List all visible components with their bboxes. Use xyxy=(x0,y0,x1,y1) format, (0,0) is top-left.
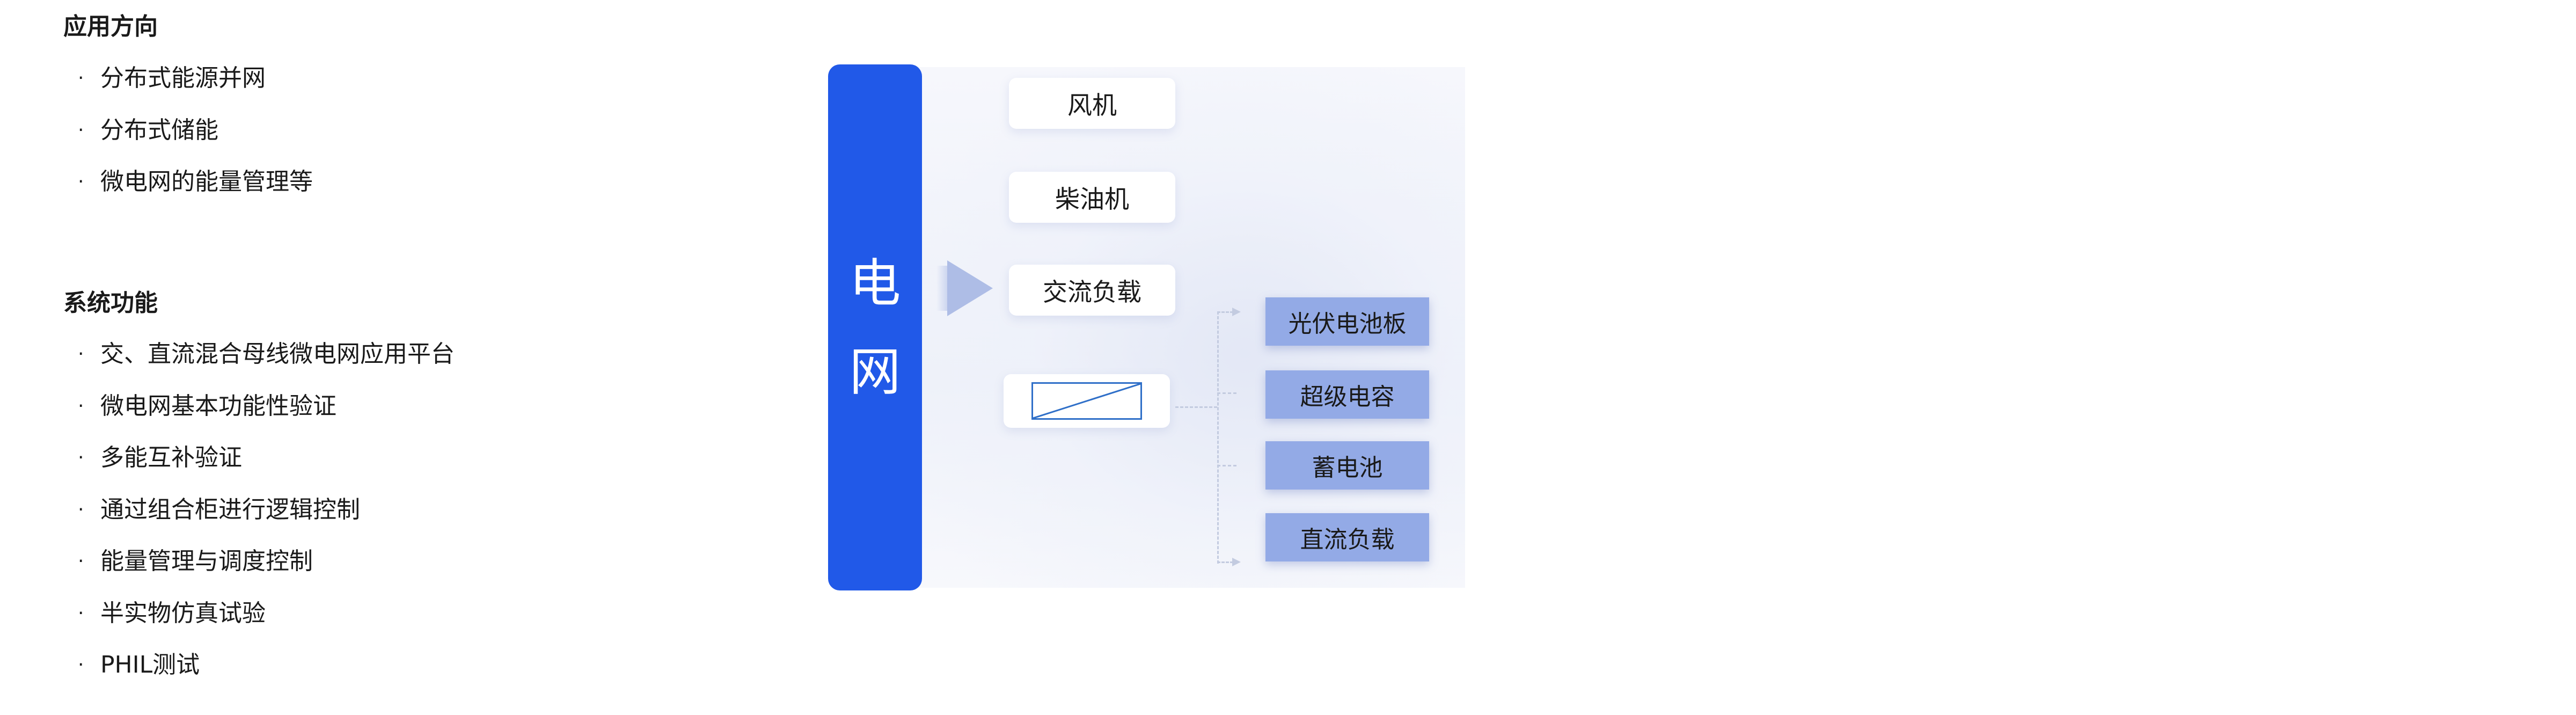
list-item-text: 通过组合柜进行逻辑控制 xyxy=(100,495,360,523)
dc-branch-pv xyxy=(1217,311,1233,313)
list-item: · 分布式储能 xyxy=(78,105,313,157)
bullet: · xyxy=(78,67,84,90)
dc-branch-dc-load xyxy=(1217,561,1233,563)
converter-box xyxy=(1004,374,1170,428)
bullet: · xyxy=(78,498,84,521)
list-item-text: 微电网的能量管理等 xyxy=(100,168,313,196)
list-item: · 分布式能源并网 xyxy=(78,53,313,105)
ac-node-wind-turbine: 风机 xyxy=(1009,78,1175,129)
list-item: · 微电网的能量管理等 xyxy=(78,156,313,208)
applications-list: · 分布式能源并网 · 分布式储能 · 微电网的能量管理等 xyxy=(78,53,313,208)
arrow-right-icon xyxy=(947,260,993,316)
dc-bus-line xyxy=(1217,311,1219,564)
list-item: · 微电网基本功能性验证 xyxy=(78,381,455,433)
dc-bus-link xyxy=(1175,406,1217,408)
dc-branch-battery xyxy=(1217,465,1236,466)
ac-node-diesel-generator: 柴油机 xyxy=(1009,172,1175,223)
list-item-text: 微电网基本功能性验证 xyxy=(100,392,336,420)
list-item-text: 分布式储能 xyxy=(100,116,218,144)
list-item-text: PHIL测试 xyxy=(100,651,200,679)
applications-title: 应用方向 xyxy=(63,13,158,40)
bullet: · xyxy=(78,602,84,624)
list-item: · 通过组合柜进行逻辑控制 xyxy=(78,484,455,536)
bullet: · xyxy=(78,171,84,193)
bullet: · xyxy=(78,550,84,573)
dc-node-pv-panel: 光伏电池板 xyxy=(1265,297,1429,346)
bullet: · xyxy=(78,395,84,417)
bullet: · xyxy=(78,119,84,141)
grid-label-char: 电 xyxy=(849,253,901,313)
list-item: · 半实物仿真试验 xyxy=(78,588,455,640)
converter-diagonal xyxy=(1033,384,1140,418)
dc-branch-arrow-icon xyxy=(1232,308,1241,316)
list-item: · 多能互补验证 xyxy=(78,432,455,484)
dc-node-supercapacitor: 超级电容 xyxy=(1265,370,1429,419)
list-item-text: 交、直流混合母线微电网应用平台 xyxy=(100,340,455,368)
list-item: · PHIL测试 xyxy=(78,639,455,691)
list-item-text: 分布式能源并网 xyxy=(100,64,266,92)
list-item-text: 半实物仿真试验 xyxy=(100,599,266,627)
list-item-text: 多能互补验证 xyxy=(100,444,242,472)
dc-branch-arrow-icon xyxy=(1232,558,1241,566)
bullet: · xyxy=(78,447,84,469)
ac-node-ac-load: 交流负载 xyxy=(1009,265,1175,316)
bullet: · xyxy=(78,343,84,366)
grid-label-char: 网 xyxy=(849,341,901,402)
list-item: · 交、直流混合母线微电网应用平台 xyxy=(78,329,455,381)
dc-node-dc-load: 直流负载 xyxy=(1265,513,1429,561)
ac-dc-converter-icon xyxy=(1031,382,1142,420)
functions-title: 系统功能 xyxy=(63,289,158,317)
list-item: · 能量管理与调度控制 xyxy=(78,536,455,588)
power-grid-bar: 电 网 xyxy=(828,64,922,590)
functions-list: · 交、直流混合母线微电网应用平台 · 微电网基本功能性验证 · 多能互补验证 · 通过… xyxy=(78,329,455,691)
dc-branch-supercap xyxy=(1217,392,1236,394)
bullet: · xyxy=(78,654,84,676)
list-item-text: 能量管理与调度控制 xyxy=(100,548,313,575)
dc-node-battery: 蓄电池 xyxy=(1265,441,1429,490)
